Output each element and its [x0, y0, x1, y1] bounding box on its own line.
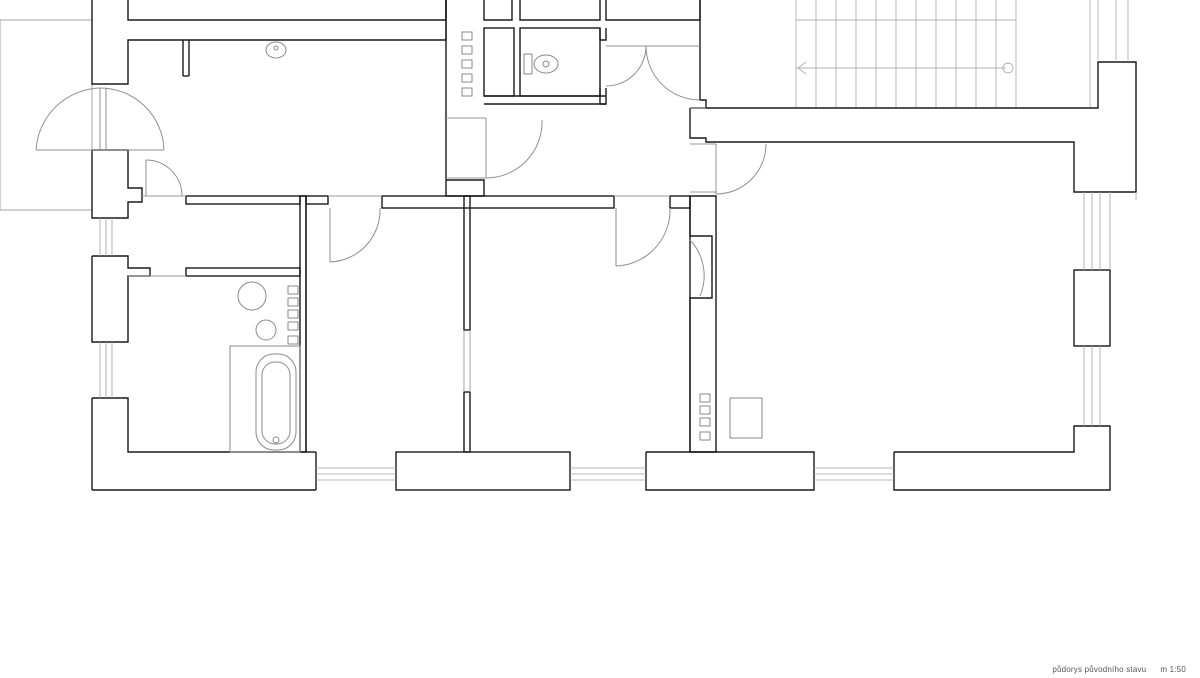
- drawing-scale: m 1:50: [1160, 665, 1186, 674]
- partition-walls: [185, 195, 717, 453]
- staircase: [795, 0, 1129, 108]
- adjacent-space-outline: [0, 19, 93, 211]
- washbasin-icon: [255, 319, 277, 341]
- drawing-title: půdorys původního stavu: [1052, 665, 1147, 674]
- doors: [35, 45, 767, 297]
- stove-icon: [729, 397, 763, 439]
- toilet-icon: [523, 53, 533, 75]
- fixtures: [229, 31, 763, 453]
- bathtub-icon: [255, 353, 297, 451]
- washbasin-icon: [265, 41, 287, 59]
- bottom-exterior-walls: [395, 192, 1137, 491]
- opening-lines: [128, 107, 716, 392]
- upper-walls: [91, 0, 707, 197]
- drawing-caption: půdorys původního stavu m 1:50: [1052, 665, 1186, 674]
- boiler-icon: [237, 281, 267, 311]
- windows: [99, 192, 1101, 481]
- stair-wall: [689, 61, 1137, 193]
- left-exterior-walls: [91, 149, 317, 491]
